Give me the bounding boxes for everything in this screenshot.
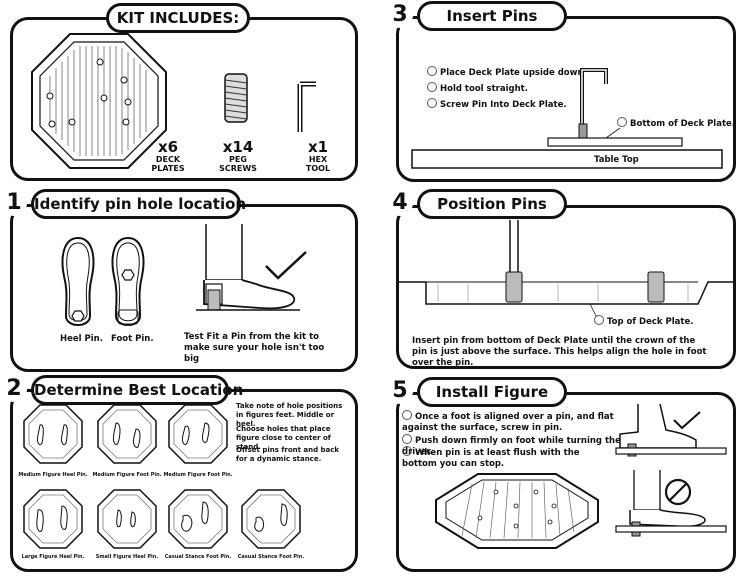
checkmark-icon (673, 411, 701, 430)
heel-pin-sole-icon (61, 236, 95, 326)
step3-bullet: Place Deck Plate upside down (427, 66, 584, 79)
plate-caption: Large Figure Heel Pin. (21, 554, 85, 560)
checkmark-icon (265, 251, 307, 280)
figure-plate-3 (168, 404, 228, 464)
step2-title: Determine Best Location (31, 375, 243, 405)
peg-screw-illustration (224, 73, 248, 123)
plate-caption: Medium Figure Heel Pin. (18, 472, 88, 478)
heel-pin-label: Heel Pin. (60, 334, 103, 344)
prohibited-icon (664, 478, 692, 506)
kit-item-label: PEG SCREWS (219, 155, 257, 173)
position-pins-illustration (398, 220, 734, 317)
step2-number: 2 (1, 376, 27, 402)
step4-panel (396, 205, 736, 369)
shoe-test-fit-illustration (196, 224, 300, 311)
plate-caption: Medium Figure Foot Pin. (163, 472, 233, 478)
step3-number: 3 (387, 2, 413, 28)
hex-tool-icon (297, 81, 316, 132)
kit-item-qty: x6 (157, 138, 179, 156)
figure-plate-5 (97, 489, 157, 549)
step2-note: Offset pins front and back for a dynamic… (236, 446, 340, 463)
step2-note: Choose holes that place figure close to … (236, 425, 331, 451)
step1-title: Identify pin hole location (31, 189, 246, 219)
figure-plate-4 (23, 489, 83, 549)
kit-item-qty: x14 (222, 138, 254, 156)
step3-title: Insert Pins (417, 1, 567, 31)
insert-pin-illustration (411, 68, 723, 169)
wrong-foot-illustration (615, 470, 727, 537)
step5-bullet: Once a foot is aligned over a pin, and f… (402, 410, 626, 434)
install-deck-plate-illustration (435, 473, 599, 549)
figure-plate-7 (241, 489, 301, 549)
step5-title: Install Figure (417, 377, 567, 407)
press-foot-illustration (615, 403, 727, 457)
foot-pin-sole-icon (111, 236, 145, 326)
kit-title: KIT INCLUDES: (106, 3, 250, 33)
step1-number: 1 (1, 190, 27, 216)
step1-note: Test Fit a Pin from the kit to make sure… (184, 332, 325, 364)
plate-caption: Small Figure Heel Pin. (95, 554, 159, 560)
step2-note: Take note of hole positions in figures f… (236, 402, 343, 428)
step5-number: 5 (387, 378, 413, 404)
deck-plate-illustration (31, 33, 167, 169)
plate-caption: Casual Stance Foot Pin. (164, 554, 232, 560)
step3-bullet: Hold tool straight. (427, 82, 528, 95)
kit-item-hex-tool: x1 HEX TOOL (296, 138, 340, 174)
step4-title: Position Pins (417, 189, 567, 219)
kit-item-deck-plates: x6 DECK PLATES (146, 138, 190, 174)
figure-plate-1 (23, 404, 83, 464)
kit-item-label: HEX TOOL (305, 155, 331, 173)
step4-note: Insert pin from bottom of Deck Plate unt… (412, 336, 707, 368)
figure-plate-2 (97, 404, 157, 464)
plate-caption: Casual Stance Foot Pin. (237, 554, 305, 560)
foot-pin-label: Foot Pin. (111, 334, 154, 344)
top-of-deck-plate-label: Top of Deck Plate. (594, 315, 693, 328)
kit-item-label: DECK PLATES (151, 155, 185, 173)
kit-item-peg-screws: x14 PEG SCREWS (214, 138, 262, 174)
kit-item-qty: x1 (307, 138, 329, 156)
figure-plate-6 (168, 489, 228, 549)
step5-bullet: When pin is at least flush with the bott… (402, 446, 598, 470)
table-top-label: Table Top (594, 155, 639, 165)
bottom-of-deck-plate-label: Bottom of Deck Plate. (617, 117, 735, 130)
step3-bullet: Screw Pin Into Deck Plate. (427, 98, 567, 111)
plate-caption: Medium Figure Foot Pin. (92, 472, 162, 478)
step4-number: 4 (387, 190, 413, 216)
